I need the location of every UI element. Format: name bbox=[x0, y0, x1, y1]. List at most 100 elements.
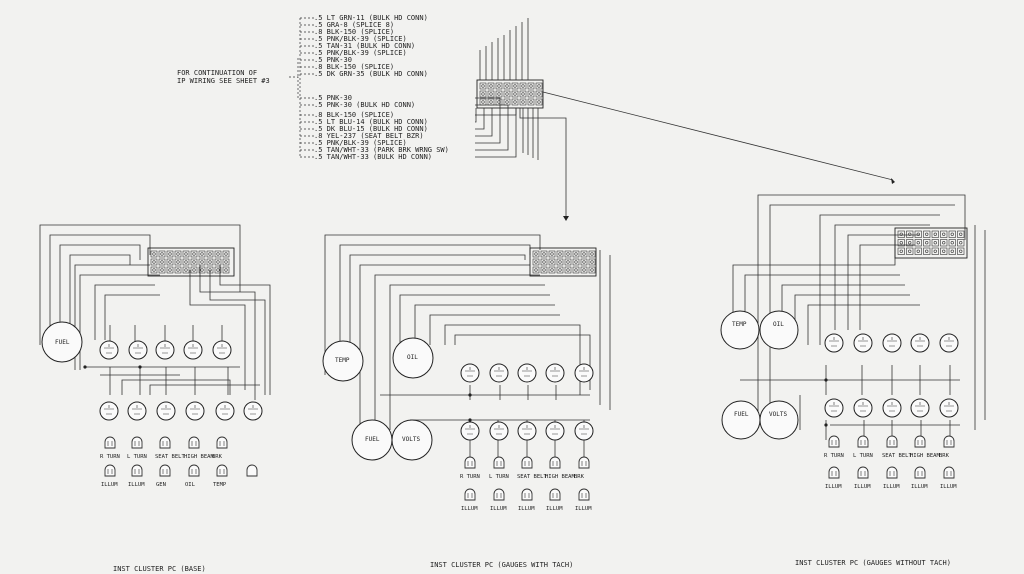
cluster-connector-no-tach bbox=[894, 227, 968, 259]
bulb-icon bbox=[914, 466, 926, 479]
harness-wire-label: .5 PNK/BLK-39 (SPLICE) bbox=[314, 139, 407, 147]
gauge-label-volts: VOLTS bbox=[769, 411, 787, 418]
harness-wire-label: .5 PNK/BLK-39 (SPLICE) bbox=[314, 49, 407, 57]
lamp-label-lower: ILLUM bbox=[546, 506, 563, 512]
harness-wire-label: .5 PNK-30 bbox=[314, 56, 352, 64]
lamp-socket bbox=[183, 340, 203, 360]
bulb-icon bbox=[943, 435, 955, 448]
cluster-connector-base bbox=[147, 247, 235, 277]
lamp-label: R TURN bbox=[100, 454, 120, 460]
lamp-label-lower: OIL bbox=[185, 482, 196, 488]
lamp-label: HIGH BEAM bbox=[184, 454, 214, 460]
bulb-icon bbox=[216, 436, 228, 449]
bulb-icon bbox=[216, 464, 228, 477]
bulb-icon bbox=[104, 436, 116, 449]
lamp-socket bbox=[517, 363, 537, 383]
lamp-socket bbox=[853, 333, 873, 353]
lamp-socket bbox=[155, 340, 175, 360]
gauge-label-oil: OIL bbox=[407, 354, 418, 361]
lamp-label: BRK bbox=[939, 453, 950, 459]
lamp-socket bbox=[99, 401, 119, 421]
lamp-label: L TURN bbox=[853, 453, 873, 459]
bulb-icon bbox=[188, 436, 200, 449]
bulb-icon bbox=[828, 466, 840, 479]
lamp-socket bbox=[545, 363, 565, 383]
gauge-label-oil: OIL bbox=[773, 321, 784, 328]
lamp-label: SEAT BELT bbox=[882, 453, 912, 459]
volts-gauge bbox=[391, 419, 433, 461]
lamp-socket bbox=[545, 421, 565, 441]
bulb-icon bbox=[886, 466, 898, 479]
lamp-label-lower: ILLUM bbox=[490, 506, 507, 512]
bulb-icon bbox=[521, 456, 533, 469]
lamp-socket bbox=[910, 333, 930, 353]
lamp-socket bbox=[824, 398, 844, 418]
harness-wire-label: .5 TAN/WHT-33 (BULK HD CONN) bbox=[314, 153, 432, 161]
lamp-label: HIGH BEAM bbox=[910, 453, 940, 459]
harness-header: .5 LT GRN-11 (BULK HD CONN).5 GRA-8 (SPL… bbox=[177, 14, 895, 221]
lamp-socket bbox=[212, 340, 232, 360]
volts-gauge bbox=[759, 400, 799, 440]
bulb-icon bbox=[104, 464, 116, 477]
gauge-label-temp: TEMP bbox=[732, 321, 747, 328]
lamp-label: L TURN bbox=[489, 474, 509, 480]
harness-wire-label: .5 DK GRN-35 (BULK HD CONN) bbox=[314, 70, 428, 78]
harness-wire-label: .5 PNK-30 bbox=[314, 94, 352, 102]
lamp-socket bbox=[574, 363, 594, 383]
harness-wire-label: .8 YEL-237 (SEAT BELT BZR) bbox=[314, 132, 424, 140]
lamp-label-lower: ILLUM bbox=[911, 484, 928, 490]
cluster-connector-tach bbox=[529, 247, 597, 277]
bulb-icon bbox=[464, 488, 476, 501]
lamp-socket bbox=[853, 398, 873, 418]
gauge-label-fuel: FUEL bbox=[55, 339, 70, 346]
lamp-label: BRK bbox=[212, 454, 223, 460]
bulb-icon bbox=[857, 466, 869, 479]
bulb-icon bbox=[943, 466, 955, 479]
lamp-socket bbox=[460, 421, 480, 441]
bulb-icon bbox=[493, 488, 505, 501]
harness-wire-label: .5 LT BLU-14 (BULK HD CONN) bbox=[314, 118, 428, 126]
harness-wire-label: .5 DK BLU-15 (BULK HD CONN) bbox=[314, 125, 428, 133]
lamp-label-lower: ILLUM bbox=[575, 506, 592, 512]
lamp-socket bbox=[127, 401, 147, 421]
lamp-label: SEAT BELT bbox=[155, 454, 185, 460]
harness-wire-label: .8 BLK-150 (SPLICE) bbox=[314, 28, 394, 36]
lamp-label-lower: ILLUM bbox=[518, 506, 535, 512]
bulb-icon bbox=[493, 456, 505, 469]
lamp-socket bbox=[910, 398, 930, 418]
lamp-label-lower: TEMP bbox=[213, 482, 227, 488]
bulb-icon bbox=[549, 488, 561, 501]
lamp-socket bbox=[128, 340, 148, 360]
lamp-socket bbox=[99, 340, 119, 360]
note-line-1: FOR CONTINUATION OF bbox=[177, 69, 257, 77]
bulb-icon bbox=[914, 435, 926, 448]
lamp-socket bbox=[939, 398, 959, 418]
lamp-socket bbox=[489, 421, 509, 441]
lamp-socket bbox=[185, 401, 205, 421]
lamp-socket bbox=[939, 333, 959, 353]
lamp-label-lower: ILLUM bbox=[461, 506, 478, 512]
gauge-label-temp: TEMP bbox=[335, 357, 350, 364]
harness-wire-label: .5 TAN-31 (BULK HD CONN) bbox=[314, 42, 415, 50]
lamp-socket bbox=[824, 333, 844, 353]
harness-wire-label: .5 GRA-8 (SPLICE 8) bbox=[314, 21, 394, 29]
lamp-label: R TURN bbox=[824, 453, 844, 459]
lamp-label: BRK bbox=[574, 474, 585, 480]
lamp-label: L TURN bbox=[127, 454, 147, 460]
bulb-icon bbox=[131, 436, 143, 449]
harness-wire-label: .5 LT GRN-11 (BULK HD CONN) bbox=[314, 14, 428, 22]
fuel-gauge bbox=[41, 321, 83, 363]
note-line-2: IP WIRING SEE SHEET #3 bbox=[177, 77, 270, 85]
bulb-icon bbox=[578, 488, 590, 501]
caption-without-tach: INST CLUSTER PC (GAUGES WITHOUT TACH) bbox=[795, 559, 951, 567]
harness-wire-label: .8 BLK-150 (SPLICE) bbox=[314, 111, 394, 119]
bulb-icon bbox=[886, 435, 898, 448]
lamp-label-lower: ILLUM bbox=[883, 484, 900, 490]
fuel-gauge bbox=[721, 400, 761, 440]
harness-wire-label: .5 TAN/WHT-33 (PARK BRK WRNG SW) bbox=[314, 146, 449, 154]
oil-gauge bbox=[392, 337, 434, 379]
bulb-icon bbox=[159, 464, 171, 477]
